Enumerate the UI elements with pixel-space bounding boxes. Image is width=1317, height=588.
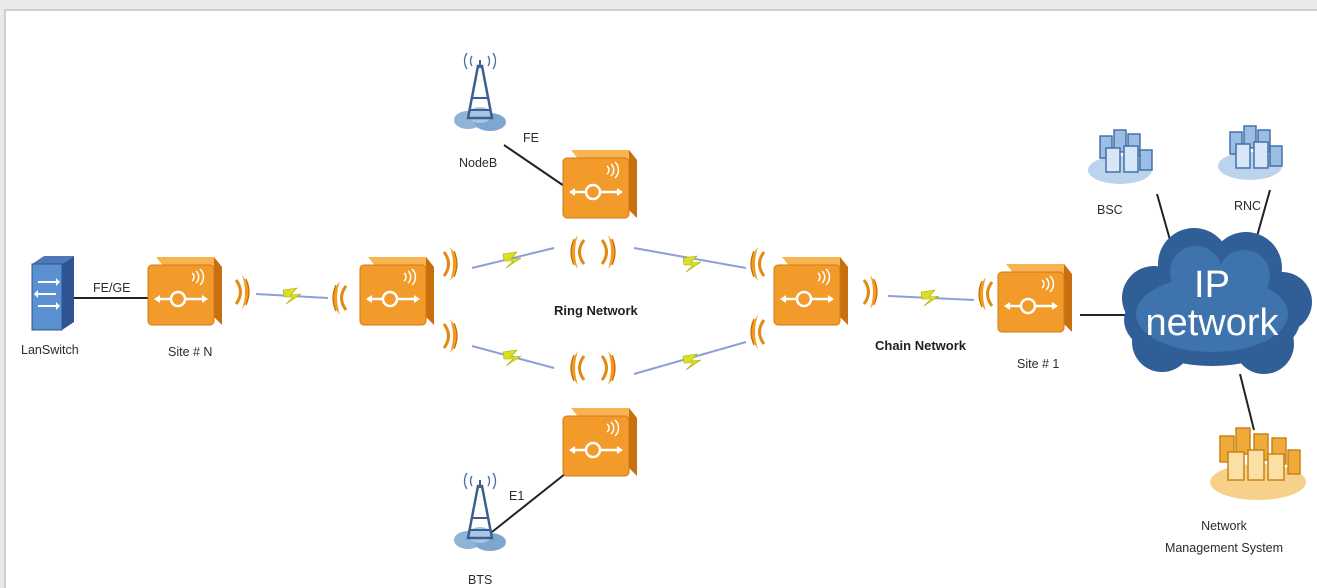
ring-south-device[interactable]	[561, 406, 639, 478]
network-diagram: IP network NodeB FE FE/GE LanSwitch Site…	[21, 51, 1312, 587]
nodeb-label: NodeB	[459, 156, 497, 170]
site-1-device[interactable]	[996, 262, 1074, 334]
fe-label: FE	[523, 131, 539, 145]
site-n-device[interactable]	[146, 255, 224, 327]
nms-label-line2: Management System	[1165, 541, 1283, 555]
ring-west-device[interactable]	[358, 255, 436, 327]
cell-tower-icon	[452, 51, 508, 133]
wired-links	[74, 144, 1271, 533]
lanswitch-label: LanSwitch	[21, 343, 79, 357]
chain-network-label: Chain Network	[875, 338, 967, 353]
cell-tower-icon	[452, 471, 508, 553]
ring-network-label: Ring Network	[554, 303, 639, 318]
ring-north-device[interactable]	[561, 148, 639, 220]
rnc-label: RNC	[1234, 199, 1261, 213]
cloud-icon[interactable]: IP network	[1122, 228, 1312, 374]
ring-east-device[interactable]	[772, 255, 850, 327]
server-cluster-icon[interactable]	[1087, 129, 1153, 185]
e1-label: E1	[509, 489, 524, 503]
nms-icon[interactable]	[1210, 427, 1306, 500]
network-label: network	[1145, 302, 1279, 344]
fe-ge-label: FE/GE	[93, 281, 131, 295]
site-1-label: Site # 1	[1017, 357, 1059, 371]
switch-icon[interactable]	[31, 256, 74, 331]
bsc-label: BSC	[1097, 203, 1123, 217]
bts-label: BTS	[468, 573, 492, 587]
diagram-frame: IP network NodeB FE FE/GE LanSwitch Site…	[4, 9, 1317, 588]
nms-label-line1: Network	[1201, 519, 1248, 533]
server-cluster-icon[interactable]	[1217, 125, 1283, 181]
ip-label: IP	[1194, 264, 1230, 306]
site-n-label: Site # N	[168, 345, 212, 359]
